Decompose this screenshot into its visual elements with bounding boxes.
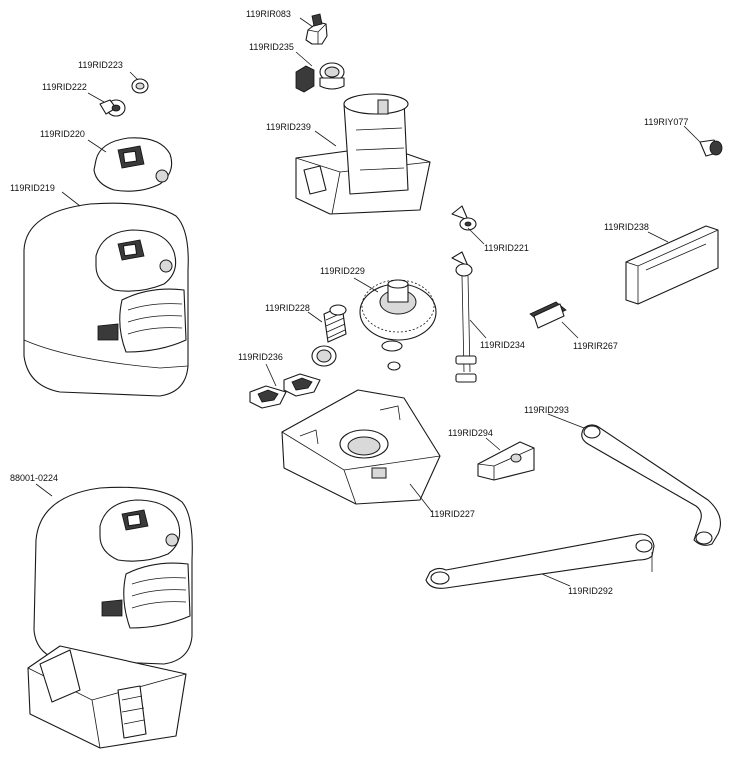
part-119RID223 bbox=[129, 71, 149, 94]
label-119RID235: 119RID235 bbox=[249, 42, 294, 52]
part-119RID292 bbox=[425, 533, 655, 589]
label-119RID228: 119RID228 bbox=[265, 303, 310, 313]
part-119RID227 bbox=[281, 389, 441, 513]
part-119RID220 bbox=[87, 137, 173, 192]
label-119RID239: 119RID239 bbox=[266, 122, 311, 132]
part-119RID222 bbox=[87, 92, 126, 117]
label-119RID223: 119RID223 bbox=[78, 60, 123, 70]
label-119RID234: 119RID234 bbox=[480, 340, 525, 350]
part-119RID236 bbox=[249, 363, 321, 409]
part-119RID234 bbox=[451, 251, 487, 383]
label-119RID293: 119RID293 bbox=[524, 405, 569, 415]
part-119RID235 bbox=[295, 51, 345, 93]
label-119RIY077: 119RIY077 bbox=[644, 117, 688, 127]
label-119RID294: 119RID294 bbox=[448, 428, 493, 438]
label-119RID236: 119RID236 bbox=[238, 352, 283, 362]
label-119RID219: 119RID219 bbox=[10, 183, 55, 193]
label-119RID229: 119RID229 bbox=[320, 266, 365, 276]
part-88001-0224 bbox=[27, 483, 193, 749]
label-119RID222: 119RID222 bbox=[42, 82, 87, 92]
label-119RIR267: 119RIR267 bbox=[573, 341, 618, 351]
part-119RID239 bbox=[295, 93, 431, 215]
label-119RID227: 119RID227 bbox=[430, 509, 475, 519]
part-119RID228 bbox=[307, 304, 347, 367]
label-119RID292: 119RID292 bbox=[568, 586, 613, 596]
part-119RID293 bbox=[547, 413, 721, 546]
part-119RIR267 bbox=[529, 301, 579, 339]
part-119RID294 bbox=[477, 437, 535, 481]
part-119RIR083 bbox=[299, 13, 328, 45]
label-119RID221: 119RID221 bbox=[484, 243, 529, 253]
part-119RID238 bbox=[625, 225, 719, 305]
part-119RID221 bbox=[451, 205, 485, 245]
label-119RIR083: 119RIR083 bbox=[246, 9, 291, 19]
part-119RIY077 bbox=[683, 125, 723, 157]
label-88001-0224: 88001-0224 bbox=[10, 473, 58, 483]
part-119RID229 bbox=[353, 277, 437, 371]
label-119RID220: 119RID220 bbox=[40, 129, 85, 139]
part-119RID219 bbox=[23, 191, 189, 397]
label-119RID238: 119RID238 bbox=[604, 222, 649, 232]
